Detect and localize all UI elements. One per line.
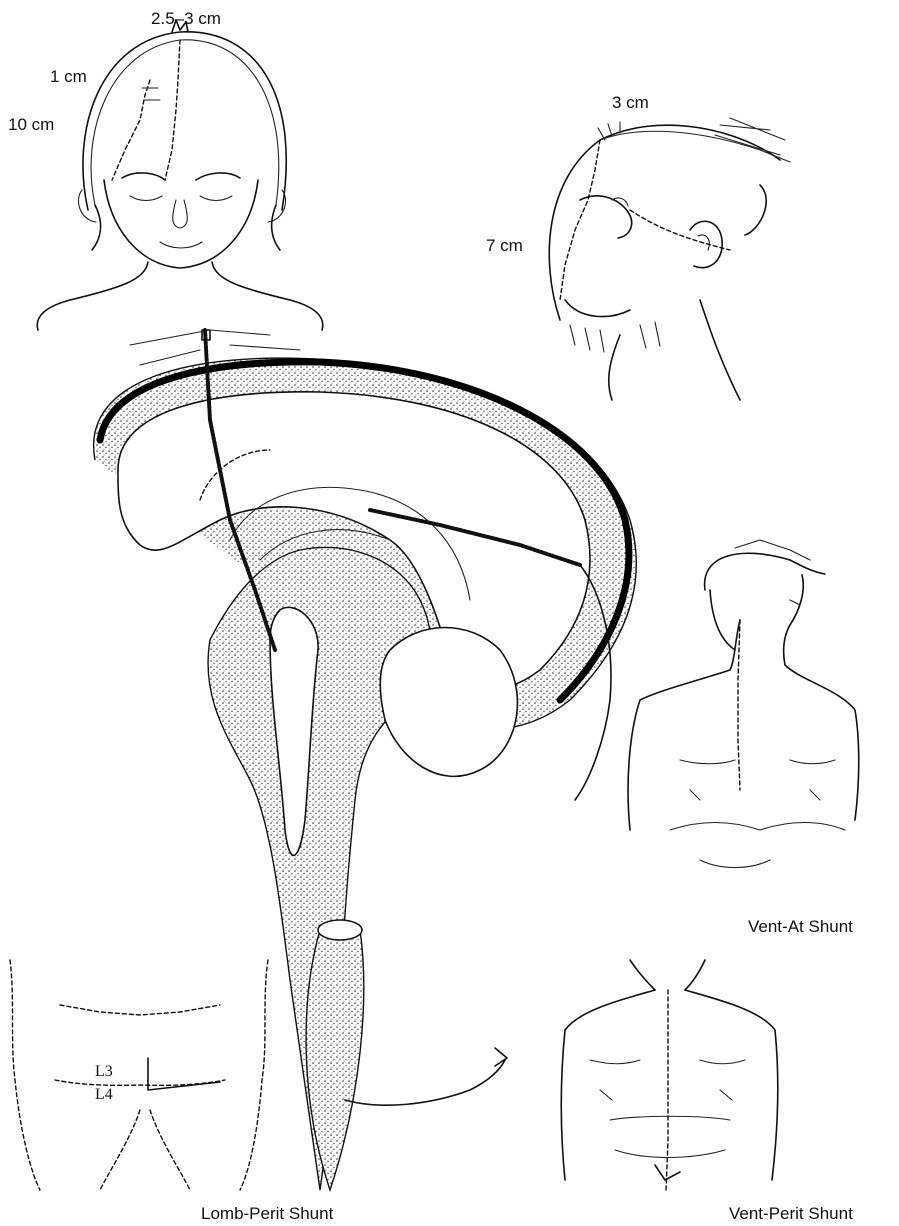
vertebra-lower-label: L4 xyxy=(95,1086,113,1103)
brain-sagittal-section xyxy=(94,330,637,1190)
front-head-top-label: 2.5–3 cm xyxy=(151,9,221,28)
front-head-side-label: 10 cm xyxy=(8,115,54,134)
caption-lomb-perit: Lomb-Perit Shunt xyxy=(201,1204,334,1223)
side-head-illustration xyxy=(549,118,790,400)
lumbar-back xyxy=(10,960,268,1190)
side-head-side-label: 7 cm xyxy=(486,236,523,255)
side-head-top-label: 3 cm xyxy=(612,93,649,112)
caption-vent-perit: Vent-Perit Shunt xyxy=(729,1204,853,1223)
front-head-mid-label: 1 cm xyxy=(50,67,87,86)
vertebra-upper-label: L3 xyxy=(95,1063,113,1080)
torso-vent-perit xyxy=(561,960,778,1190)
torso-vent-at xyxy=(628,540,859,868)
caption-vent-at: Vent-At Shunt xyxy=(748,917,853,936)
